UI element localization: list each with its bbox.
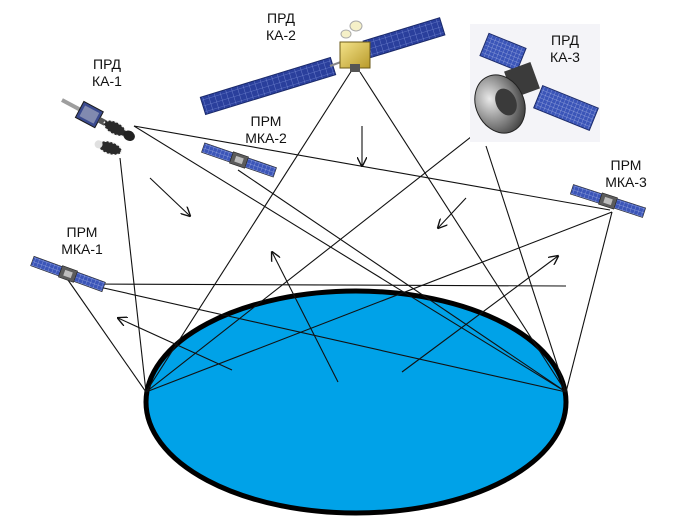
arrow-ka1-down — [149, 177, 190, 216]
ray-mka3-surface-right — [565, 211, 613, 393]
ray-mka2-surface-right — [237, 169, 567, 393]
label-mka3-line2: МКА-3 — [605, 174, 647, 190]
ray-mka1-surface-left — [67, 279, 147, 393]
satellite-icon — [199, 17, 446, 116]
direction-arrows — [118, 126, 558, 383]
label-ka2-line2: КА-2 — [266, 27, 296, 43]
ray-ka2-surface-right — [359, 71, 567, 393]
ray-mka3-surface-left — [145, 211, 613, 393]
earth-surface-ellipse — [143, 288, 569, 516]
label-mka3-line1: ПРМ — [611, 157, 642, 173]
label-ka2-line1: ПРД — [267, 10, 295, 26]
label-mka2-line1: ПРМ — [251, 113, 282, 129]
ray-ka1-surface-left — [119, 157, 147, 393]
signal-rays — [67, 69, 613, 393]
thruster-icon — [94, 140, 123, 156]
small-satellite-icon — [201, 142, 277, 178]
ray-ka2-surface-left — [145, 69, 353, 393]
label-mka1-line2: МКА-1 — [61, 241, 103, 257]
label-ka3-line1: ПРД — [551, 32, 579, 48]
label-ka1-line1: ПРД — [93, 56, 121, 72]
ray-mka1-surface-right — [67, 279, 567, 393]
arrow-ka3-down — [438, 197, 467, 228]
ray-ka1-mka3 — [133, 125, 611, 211]
ray-ka3-surface-right — [485, 145, 567, 393]
ray-mka1-horizontal — [83, 283, 567, 287]
label-ka3-line2: КА-3 — [550, 49, 580, 65]
satellite-icon — [61, 98, 135, 141]
arrow-reflect-mka2 — [272, 252, 339, 383]
small-satellite-icon — [569, 184, 647, 218]
ray-ka1-surface-right — [133, 125, 567, 393]
dish-satellite-icon — [470, 24, 600, 142]
label-ka1-line2: КА-1 — [92, 73, 122, 89]
arrow-reflect-mka3 — [401, 256, 558, 373]
label-mka2-line2: МКА-2 — [245, 130, 287, 146]
arrow-reflect-mka1 — [118, 318, 233, 371]
label-mka1-line1: ПРМ — [67, 224, 98, 240]
ray-ka3-surface-left — [145, 121, 491, 393]
small-satellite-icon — [30, 255, 106, 293]
